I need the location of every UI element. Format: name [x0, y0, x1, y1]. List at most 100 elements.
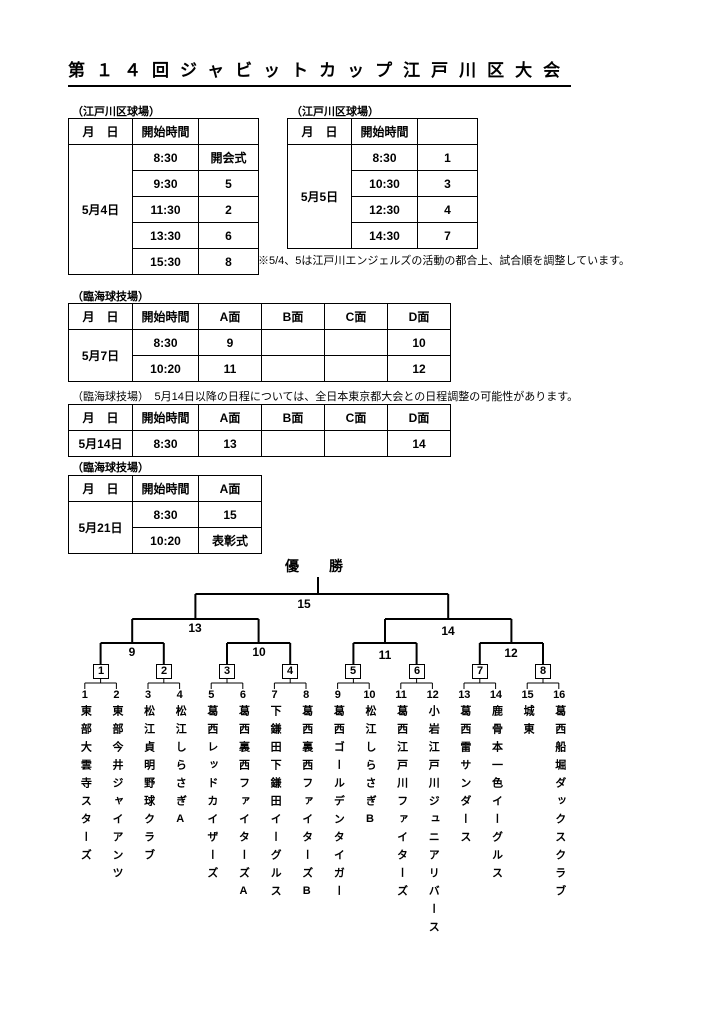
col-header-field-a: A面: [198, 475, 262, 502]
table-row: 5月14日 8:30 13 14: [68, 430, 451, 457]
team-number: 15: [521, 689, 534, 701]
bracket-team: 7 下鎌田下鎌田イーグルス: [259, 689, 291, 939]
header-row: 月 日 開始時間 A面 B面 C面 D面: [68, 404, 451, 431]
match-cell: 14: [387, 430, 451, 457]
match-label-qf-9: 9: [128, 645, 136, 659]
col-header-field-d: D面: [387, 303, 451, 330]
match-cell: 5: [198, 170, 259, 197]
col-header-start-time: 開始時間: [132, 303, 199, 330]
match-cell: 8: [198, 248, 259, 275]
match-cell: 13: [198, 430, 262, 457]
date-cell: 5月4日: [68, 144, 133, 275]
date-cell: 5月21日: [68, 501, 133, 554]
bracket-team: 14 鹿骨本一色イーグルス: [480, 689, 512, 939]
bracket-team: 5 葛西レッドカイザーズ: [196, 689, 228, 939]
time-cell: 10:20: [132, 527, 199, 554]
table-row: 5月21日 8:30 15: [68, 501, 262, 554]
bracket-team: 11 葛西江戸川ファイターズ: [385, 689, 417, 939]
col-header-start-time: 開始時間: [132, 118, 199, 145]
match-box-4: 4: [282, 664, 298, 679]
time-cell: 8:30: [132, 144, 199, 171]
match-cell: 12: [387, 355, 451, 382]
match-cell-empty: [261, 430, 325, 457]
col-header-field-a: A面: [198, 303, 262, 330]
match-box-6: 6: [409, 664, 425, 679]
table-row: 5月4日 8:30 開会式: [68, 144, 259, 275]
date-cell: 5月14日: [68, 430, 133, 457]
match-cell-empty: [261, 329, 325, 356]
venue-label-rinkai-2: （臨海球技場）: [72, 462, 149, 474]
match-label-semifinal-right: 14: [441, 624, 455, 638]
time-cell: 13:30: [132, 222, 199, 249]
time-cell: 10:20: [132, 355, 199, 382]
time-cell: 8:30: [132, 329, 199, 356]
match-cell: 10: [387, 329, 451, 356]
team-number: 8: [303, 689, 310, 701]
match-cell: 開会式: [198, 144, 259, 171]
team-number: 4: [176, 689, 183, 701]
match-cell-empty: [324, 355, 388, 382]
bracket-team: 10 松江しらさぎB: [354, 689, 386, 939]
team-name: 城東: [522, 705, 535, 741]
match-cell: 15: [198, 501, 262, 528]
page-title: 第１４回ジャビットカップ江戸川区大会: [68, 56, 572, 87]
col-header-date: 月 日: [68, 118, 133, 145]
team-name: 葛西船堀ダックスクラブ: [553, 705, 566, 903]
venue-label-edogawa-2: （江戸川区球場）: [291, 106, 379, 118]
schedule-table-may7: 月 日 開始時間 A面 B面 C面 D面 5月7日 8:30 9 10 10:2…: [68, 303, 451, 382]
time-cell: 10:30: [351, 170, 418, 197]
champion-label: 優 勝: [285, 558, 351, 574]
bracket-teams: 1 東部大雲寺スターズ 2 東部今井ジャイアンツ 3 松江貞明野球クラブ 4 松…: [69, 689, 575, 939]
col-header-field-b: B面: [261, 303, 325, 330]
table-row: 5月5日 8:30 1: [287, 144, 478, 249]
match-cell-empty: [324, 329, 388, 356]
team-name: 葛西裏西ファイターズB: [300, 705, 313, 904]
match-cell-empty: [324, 430, 388, 457]
team-number: 1: [81, 689, 88, 701]
team-number: 14: [489, 689, 503, 701]
team-name: 葛西ゴールデンタイガー: [332, 705, 345, 903]
match-cell: 6: [198, 222, 259, 249]
header-row: 月 日 開始時間: [287, 118, 478, 145]
match-cell: 11: [198, 355, 262, 382]
table-row: 13:30 6: [69, 222, 259, 249]
match-box-7: 7: [472, 664, 488, 679]
team-number: 12: [426, 689, 439, 701]
table-row: 10:30 3: [288, 170, 478, 197]
team-name: 東部大雲寺スターズ: [79, 705, 92, 867]
team-name: 下鎌田下鎌田イーグルス: [269, 705, 282, 903]
team-name: 葛西裏西ファイターズA: [237, 705, 250, 904]
bracket-team: 15 城東: [512, 689, 544, 939]
team-name: 小岩江戸川ジュニアリバース: [427, 705, 440, 939]
bracket-team: 12 小岩江戸川ジュニアリバース: [417, 689, 449, 939]
team-number: 16: [553, 689, 566, 701]
bracket-team: 6 葛西裏西ファイターズA: [227, 689, 259, 939]
col-header-start-time: 開始時間: [132, 404, 199, 431]
col-header-field-c: C面: [324, 404, 388, 431]
bracket-team: 2 東部今井ジャイアンツ: [101, 689, 133, 939]
bracket-team: 9 葛西ゴールデンタイガー: [322, 689, 354, 939]
team-number: 7: [271, 689, 278, 701]
col-header-empty: [198, 118, 259, 145]
match-cell-empty: [261, 355, 325, 382]
team-name: 松江しらさぎB: [363, 705, 376, 832]
col-header-empty: [417, 118, 478, 145]
bracket-team: 16 葛西船堀ダックスクラブ: [543, 689, 575, 939]
schedule-table-may5: 月 日 開始時間 5月5日 8:30 1 10:30 3 12:30 4 14:…: [287, 118, 478, 249]
match-cell: 3: [417, 170, 478, 197]
col-header-date: 月 日: [68, 303, 133, 330]
time-cell: 8:30: [132, 430, 199, 457]
bracket-team: 13 葛西雷サンダース: [449, 689, 481, 939]
team-number: 2: [113, 689, 120, 701]
match-box-8: 8: [535, 664, 551, 679]
table-row: 10:20 表彰式: [69, 527, 262, 554]
time-cell: 12:30: [351, 196, 418, 223]
schedule-table-may14: 月 日 開始時間 A面 B面 C面 D面 5月14日 8:30 13 14: [68, 404, 451, 457]
col-header-field-a: A面: [198, 404, 262, 431]
match-label-qf-11: 11: [378, 648, 392, 662]
match-cell: 4: [417, 196, 478, 223]
date-cell: 5月7日: [68, 329, 133, 382]
col-header-field-c: C面: [324, 303, 388, 330]
team-number: 11: [395, 689, 407, 701]
